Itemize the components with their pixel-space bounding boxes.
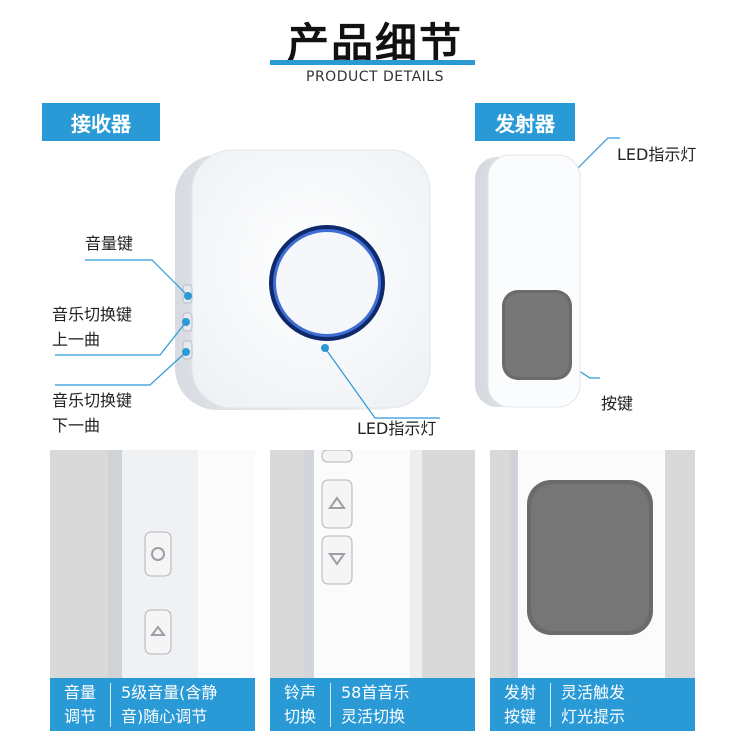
detail-caption-volume: 音量 调节 5级音量(含静 音)随心调节 [50, 678, 255, 731]
transmitter-button-label: 按键 [601, 394, 634, 413]
caption-divider [110, 682, 111, 727]
prev-track-key-label: 音乐切换键 [52, 305, 133, 324]
caption-divider [330, 682, 331, 727]
next-track-key-sublabel: 下一曲 [52, 416, 101, 435]
caption-desc-line2: 灵活切换 [341, 706, 406, 726]
transmitter-led-label: LED指示灯 [617, 145, 697, 164]
page-title: 产品细节 [286, 19, 463, 68]
next-track-key-label: 音乐切换键 [52, 391, 133, 410]
caption-title-line2: 按键 [503, 706, 536, 726]
caption-desc-line2: 音)随心调节 [121, 706, 208, 726]
page-subtitle: PRODUCT DETAILS [306, 69, 444, 85]
transmitter-device-image [475, 154, 581, 408]
title-underline [270, 60, 475, 65]
receiver-device-image [175, 149, 431, 410]
caption-divider [550, 682, 551, 727]
receiver-led-label: LED指示灯 [357, 419, 437, 438]
caption-desc-line1: 58首音乐 [341, 682, 410, 702]
transmitter-tag: 发射器 [475, 103, 575, 141]
caption-title-line1: 音量 [63, 682, 96, 702]
prev-track-key-sublabel: 上一曲 [52, 330, 101, 349]
caption-title-line1: 发射 [503, 682, 536, 702]
caption-desc-line2: 灯光提示 [561, 706, 626, 726]
detail-caption-transmitter-button: 发射 按键 灵活触发 灯光提示 [490, 678, 695, 731]
caption-desc-line1: 5级音量(含静 [121, 682, 218, 702]
detail-photo-volume [50, 450, 255, 678]
caption-title-line1: 铃声 [283, 682, 316, 702]
detail-caption-ringtone: 铃声 切换 58首音乐 灵活切换 [270, 678, 475, 731]
caption-title-line2: 调节 [63, 706, 96, 726]
receiver-tag: 接收器 [42, 103, 160, 141]
caption-title-line2: 切换 [283, 706, 316, 726]
detail-photo-transmitter-button [490, 450, 695, 678]
caption-desc-line1: 灵活触发 [561, 682, 626, 702]
volume-key-label: 音量键 [85, 234, 134, 253]
detail-photo-ringtone [270, 450, 475, 678]
